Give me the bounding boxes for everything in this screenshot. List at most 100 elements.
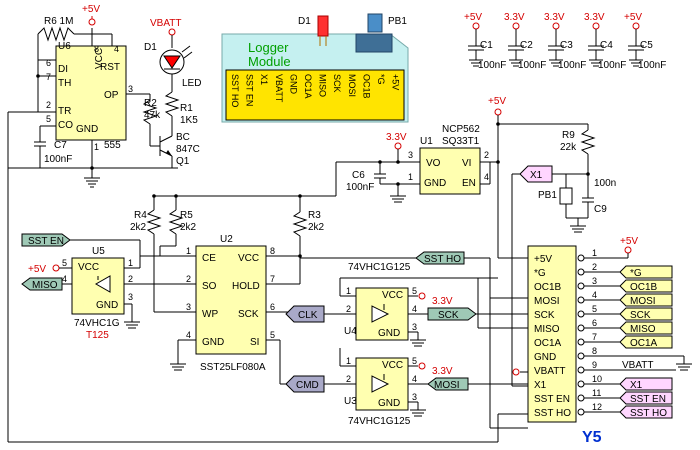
q1-ref: Q1 [176,156,190,167]
u3-pin4: 4 [412,374,417,384]
u5-5v-label: +5V [28,264,46,275]
sck-flag [427,307,477,321]
sst-en-flag-label: SST EN [28,236,64,247]
q1-part: 847C [176,144,200,155]
u5-ref: U5 [92,246,105,257]
u1-part1: NCP562 [442,124,480,135]
u3-buffer: VCC GND U3 74VHC1G125 1 2 5 4 3 3.3V CMD… [285,251,528,427]
u2-pin6: 6 [270,302,275,312]
mosi-flag-label: MOSI [434,380,460,391]
u6-body [55,45,127,141]
r2-ref: R2 [144,98,157,109]
y5-net-flag-3 [619,293,673,307]
y5-net-label-2: OC1B [630,282,658,293]
y5-pin-num-7: 7 [592,332,597,342]
module-pin--g: *G [376,74,386,85]
u3-pin2: 2 [346,374,351,384]
y5-net-label-5: MISO [630,324,656,335]
module-pin-gnd: GND [288,74,298,95]
u5-pin4: 4 [62,274,67,284]
left-net-flags: SST EN MISO [21,233,160,291]
r9-value: 22k [560,142,577,153]
u2-si: SI [250,337,259,348]
pb1-ref: PB1 [538,190,557,201]
u4-vcc: VCC [382,290,403,301]
y5-pin-num-5: 5 [592,304,597,314]
y5-pin-num-6: 6 [592,318,597,328]
y5-net-flag-4 [619,307,673,321]
r3-value: 2k2 [308,222,325,233]
u1-pin2: 2 [484,150,489,160]
y5-pin-label-10: X1 [534,380,547,391]
u1-ref: U1 [420,136,433,147]
cap-supply-4: 3.3V [584,12,605,23]
u1-body [419,147,481,195]
r3-ref: R3 [308,210,321,221]
sck-flag-label: SCK [438,310,459,321]
u1-pin1: 1 [408,172,413,182]
u6-co: CO [58,120,73,131]
y5-net-flag-5 [619,321,673,335]
module-pin-mosi: MOSI [347,74,357,97]
y5-net-label-3: MOSI [630,296,656,307]
y5-pin-num-12: 12 [592,402,602,412]
c6-value: 100nF [346,182,374,193]
u4-3v3-label: 3.3V [432,296,453,307]
r5-ref: R5 [180,210,193,221]
u3-vcc: VCC [382,360,403,371]
y5-pin-label-9: VBATT [534,366,565,377]
y5-net-flag-9 [619,391,673,405]
y5-net-label-8: X1 [630,380,643,391]
y5-net-flag-10 [619,405,673,419]
u3-part-label: 74VHC1G125 [348,416,411,427]
y5-net-label-9: SST EN [630,394,666,405]
cap-supply-2: 3.3V [504,12,525,23]
cap-value-c1: 100nF [478,60,506,71]
u6-part: 555 [104,140,121,151]
u4-pin4: 4 [412,304,417,314]
u6-gnd: GND [76,124,98,135]
u6-pin6: 6 [46,58,51,68]
u5-vcc: VCC [78,262,99,273]
module-pin-sst-ho: SST HO [230,74,240,107]
module-pin--5v: +5V [391,74,401,90]
u2-vcc: VCC [238,253,259,264]
cap-value-c5: 100nF [638,60,666,71]
u5-pin2: 2 [128,274,133,284]
u5-part2: T125 [86,330,109,341]
u5-gnd: GND [96,300,118,311]
y5-pin-label-4: MOSI [534,296,560,307]
cap-supply-3: 3.3V [544,12,565,23]
u2-ref: U2 [220,234,233,245]
q1-bc: BC [176,132,190,143]
cap-ref-c2: C2 [520,40,533,51]
u6-th: TH [58,78,71,89]
cmd-flag-label: CMD [296,380,319,391]
y5-pin-num-11: 11 [592,388,601,398]
u6-pin4: 4 [114,44,119,54]
u3-3v3-label: 3.3V [432,366,453,377]
y5-pin-label-3: OC1B [534,282,562,293]
u5-body [71,257,125,315]
u2-gnd: GND [202,337,224,348]
u6-tr: TR [58,106,71,117]
u4-pin1: 1 [346,286,351,296]
u3-pin3: 3 [412,392,417,402]
y5-pin-num-10: 10 [592,374,602,384]
y5-net-label-10: SST HO [630,408,667,419]
y5-net-label-1: *G [630,268,642,279]
cap-ref-c1: C1 [480,40,493,51]
u5-pin1: 1 [128,258,133,268]
r4-value: 2k2 [130,222,147,233]
u6-pin1: 1 [94,142,99,152]
y5-pin-label-1: +5V [534,254,552,265]
sst-ho-flag-label: SST HO [424,254,461,265]
y5-pin-label-8: GND [534,352,556,363]
r1-value: 1K5 [180,115,198,126]
u2-sck: SCK [238,309,259,320]
r5-value: 2k2 [180,222,197,233]
y5-5v-label: +5V [620,236,638,247]
